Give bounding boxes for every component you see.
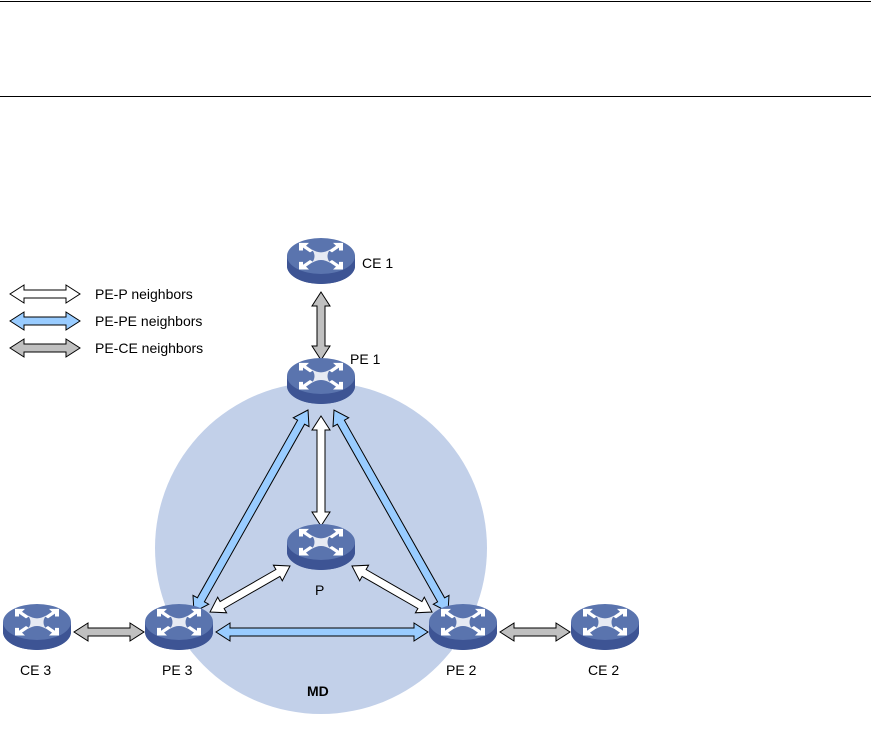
nodes-layer: CE 1 PE 1 P PE 3 PE 2 CE 3 CE 2 [3,238,639,678]
router-icon [3,604,71,650]
router-node-ce3: CE 3 [3,604,71,678]
router-label-ce2: CE 2 [588,662,619,678]
router-node-pe3: PE 3 [145,604,213,678]
router-icon [287,358,355,404]
router-node-pe1: PE 1 [287,351,381,404]
router-icon [287,238,355,284]
router-node-ce1: CE 1 [287,238,393,284]
legend-arrow-pe-pe [9,311,81,331]
legend-item-pe-ce: PE-CE neighbors [9,338,203,358]
router-icon [145,604,213,650]
link-pe3-pe2-pe-pe [215,622,429,642]
router-label-pe1: PE 1 [350,351,381,367]
links-layer [73,291,571,642]
link-ce3-pe3-pe-ce [73,622,145,642]
legend-arrow-pe-ce [9,338,81,358]
router-label-ce1: CE 1 [362,255,393,271]
router-icon [571,604,639,650]
router-node-p: P [287,524,355,598]
legend-item-pe-pe: PE-PE neighbors [9,311,202,331]
legend-item-pe-p: PE-P neighbors [9,284,193,304]
router-icon [429,604,497,650]
router-node-ce2: CE 2 [571,604,639,678]
router-label-p: P [315,582,324,598]
router-label-pe2: PE 2 [446,662,477,678]
router-label-pe3: PE 3 [162,662,193,678]
md-domain-label: MD [307,683,329,699]
link-pe2-ce2-pe-ce [499,622,571,642]
legend: PE-P neighbors PE-PE neighbors PE-CE nei… [9,284,203,358]
router-icon [287,524,355,570]
header-bottom-rule [0,96,871,97]
legend-arrow-pe-p [9,284,81,304]
link-p-pe3-pe-p [209,564,291,614]
top-rule [0,1,871,2]
router-label-ce3: CE 3 [20,662,51,678]
link-ce1-pe1-pe-ce [311,291,331,361]
legend-label-pe-pe: PE-PE neighbors [95,313,202,329]
legend-label-pe-p: PE-P neighbors [95,286,193,302]
legend-label-pe-ce: PE-CE neighbors [95,340,203,356]
link-p-pe2-pe-p [351,564,433,614]
router-node-pe2: PE 2 [429,604,497,678]
